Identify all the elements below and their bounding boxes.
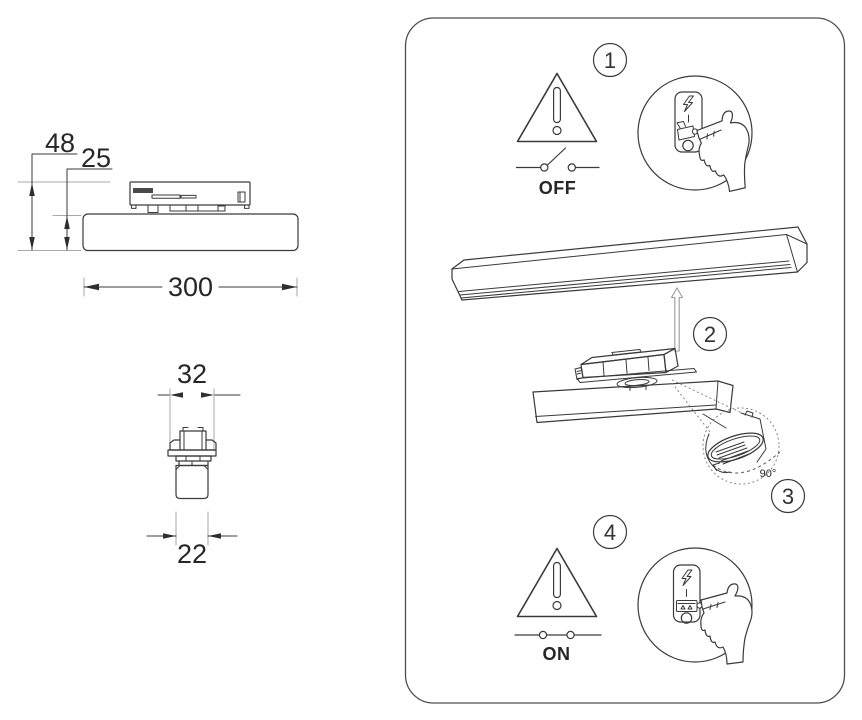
adapter-end-view — [167, 427, 217, 500]
rotation-arc — [712, 451, 781, 474]
adapter-side-view — [129, 181, 251, 213]
adapter-switch — [237, 191, 246, 203]
pointing-hand-icon — [700, 583, 753, 665]
warning-triangle-icon — [516, 547, 598, 618]
step-4-switch-illustration — [637, 547, 753, 665]
step-2: 2 — [451, 226, 808, 424]
adapter-label-plate — [133, 188, 153, 193]
switch-indicator — [680, 612, 693, 624]
up-arrow-icon — [670, 287, 684, 352]
detail-leader-lines — [671, 379, 745, 433]
dim-22-arrow-left — [163, 533, 176, 539]
step-2-badge — [692, 316, 728, 352]
dim-32-arrow-right — [201, 392, 214, 398]
dim-25-arrow-down — [64, 237, 70, 250]
warning-triangle-icon — [516, 72, 598, 143]
step-4-state-label: ON — [543, 644, 571, 664]
lightning-bolt-icon — [681, 569, 693, 586]
step-4-badge — [592, 514, 628, 550]
track-rail-drawing — [451, 226, 808, 301]
detail-circle — [637, 547, 753, 663]
dimension-label-adapter-width: 32 — [177, 359, 207, 389]
circuit-closed-icon — [514, 630, 602, 640]
step-3-badge — [770, 478, 806, 514]
detail-circle — [637, 75, 753, 191]
step-4: 4 ON — [514, 514, 753, 665]
toggle-switch-icon — [676, 121, 699, 141]
step-3-number: 3 — [782, 484, 794, 509]
swivel-head-drawing — [702, 410, 767, 474]
dimension-label-body-height: 25 — [81, 143, 111, 173]
dim-25-leader — [66, 168, 113, 251]
dim-48-arrow-up — [29, 183, 35, 196]
circuit-open-icon — [515, 147, 600, 172]
switch-indicator — [682, 139, 694, 152]
rotation-detail-circle — [702, 407, 780, 485]
switch-plate — [674, 91, 703, 153]
step-1: 1 OFF — [515, 42, 756, 198]
fixture-3d-drawing — [532, 347, 734, 424]
instruction-panel: 1 OFF — [404, 17, 846, 704]
panel-border — [404, 17, 846, 704]
dim-32-arrow-left — [170, 392, 183, 398]
step-1-state-label: OFF — [539, 178, 577, 198]
dim-22-arrow-right — [208, 533, 221, 539]
dim-25-arrow-up — [64, 216, 70, 229]
step-3: 90° 3 — [671, 379, 806, 514]
dimension-label-length: 300 — [168, 272, 213, 302]
side-view-drawing: 48 25 300 — [17, 128, 299, 302]
dim-48-leader — [31, 153, 78, 251]
dimension-label-body-width: 22 — [177, 539, 207, 569]
rotation-angle-label: 90° — [760, 468, 777, 480]
dim-300-arrow-right — [282, 283, 297, 291]
step-2-number: 2 — [704, 322, 716, 347]
dim-300-arrow-left — [84, 283, 99, 291]
step-1-number: 1 — [604, 48, 616, 73]
toggle-switch-icon — [676, 600, 703, 612]
dim-48-arrow-down — [29, 237, 35, 250]
step-4-number: 4 — [604, 520, 616, 545]
step-1-badge — [592, 42, 628, 78]
end-view-drawing: 32 22 — [146, 359, 241, 569]
dimension-label-total-height: 48 — [45, 128, 75, 158]
step-1-switch-illustration — [637, 75, 756, 195]
switch-plate — [672, 564, 701, 623]
lightning-bolt-icon — [683, 95, 694, 112]
fixture-body-side-view — [82, 213, 299, 252]
